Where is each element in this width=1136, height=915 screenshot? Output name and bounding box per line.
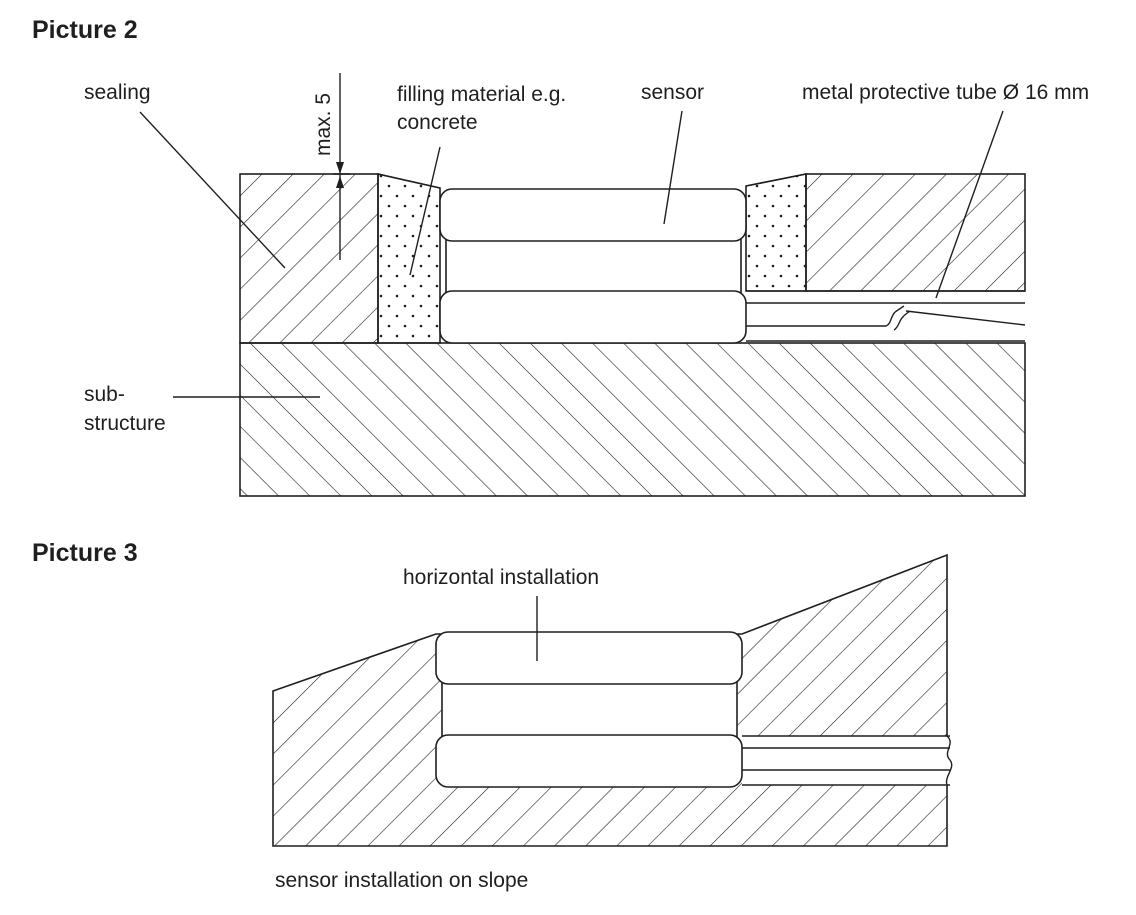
picture-2-heading: Picture 2 bbox=[32, 16, 138, 44]
max-dimension-label: max. 5 bbox=[312, 93, 335, 156]
sealing-label: sealing bbox=[84, 81, 151, 104]
filling-leader bbox=[409, 146, 441, 276]
slope-sensor-body bbox=[435, 631, 743, 788]
filling-material-right bbox=[745, 173, 807, 292]
filling-label-line2: concrete bbox=[397, 111, 478, 134]
sealing-leader bbox=[139, 111, 286, 269]
slope-caption: sensor installation on slope bbox=[275, 869, 528, 892]
filling-material-left bbox=[377, 172, 441, 344]
picture-3-heading: Picture 3 bbox=[32, 539, 138, 567]
substructure bbox=[239, 342, 1026, 497]
max-dimension-marker bbox=[333, 73, 350, 260]
sealing-right bbox=[805, 173, 1026, 292]
filling-label-line1: filling material e.g. bbox=[397, 83, 566, 106]
sensor-leader bbox=[663, 110, 683, 225]
substructure-label-line2: structure bbox=[84, 412, 166, 435]
tube-leader bbox=[935, 110, 1004, 299]
slope-protective-tube bbox=[742, 735, 953, 786]
substructure-label-line1: sub- bbox=[84, 383, 125, 406]
sensor-label: sensor bbox=[641, 81, 704, 104]
tube-label: metal protective tube Ø 16 mm bbox=[802, 81, 1089, 104]
horizontal-installation-label: horizontal installation bbox=[403, 566, 599, 589]
sealing-left bbox=[239, 173, 379, 344]
sensor-body bbox=[439, 188, 747, 344]
protective-tube bbox=[746, 290, 1026, 342]
